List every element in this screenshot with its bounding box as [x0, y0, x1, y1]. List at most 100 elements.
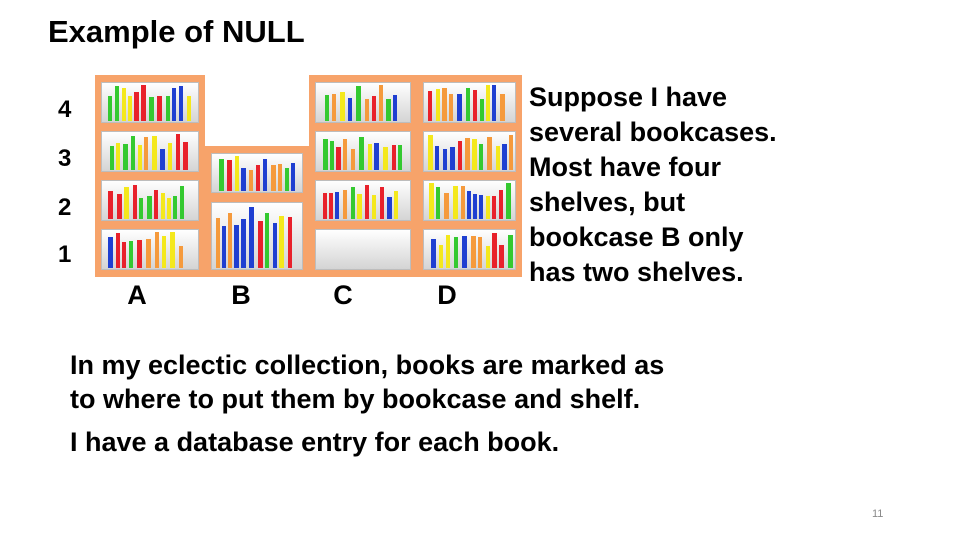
- book-spine: [466, 88, 470, 121]
- book-spine: [134, 92, 139, 121]
- book-spine: [446, 235, 450, 268]
- book-spine: [172, 88, 176, 121]
- shelf: [101, 229, 199, 270]
- book-spine: [216, 218, 220, 268]
- book-spine: [356, 86, 361, 121]
- book-spine: [486, 246, 490, 268]
- book-spine: [439, 245, 443, 268]
- book-spine: [443, 149, 447, 170]
- book-spine: [147, 196, 152, 219]
- book-spine: [351, 187, 355, 219]
- book-spine: [509, 135, 513, 170]
- book-spine: [116, 143, 120, 170]
- book-spine: [288, 217, 292, 268]
- book-spine: [122, 88, 126, 121]
- book-spine: [249, 207, 254, 268]
- book-spine: [160, 149, 165, 170]
- book-spine: [291, 163, 295, 191]
- shelf: [423, 229, 516, 270]
- shelf: [101, 131, 199, 172]
- bookcase-letter-a: A: [127, 280, 147, 310]
- book-spine: [479, 144, 483, 170]
- book-spine: [500, 94, 505, 121]
- book-spine: [139, 198, 143, 219]
- book-spine: [359, 137, 364, 170]
- book-spine: [278, 164, 282, 191]
- book-spine: [149, 97, 154, 121]
- book-spine: [323, 193, 327, 219]
- book-spine: [492, 196, 496, 219]
- book-spine: [499, 190, 503, 219]
- book-spine: [155, 232, 159, 268]
- book-spine: [428, 135, 433, 170]
- book-spine: [454, 237, 458, 268]
- book-spine: [167, 198, 171, 219]
- bookcase-letter-d: D: [437, 280, 457, 310]
- book-spine: [486, 85, 490, 121]
- bookcase-c: [309, 75, 417, 277]
- book-spine: [285, 168, 289, 191]
- book-spine: [471, 236, 476, 268]
- shelf: [315, 229, 411, 270]
- book-spine: [508, 235, 513, 268]
- book-spine: [108, 237, 113, 268]
- bookcase-letter-b: B: [231, 280, 251, 310]
- book-spine: [329, 193, 333, 219]
- book-spine: [152, 136, 157, 170]
- book-spine: [502, 144, 507, 170]
- book-spine: [157, 96, 162, 121]
- shelf: [423, 82, 516, 123]
- bookcase-b: [205, 146, 309, 277]
- book-spine: [386, 99, 391, 121]
- book-spine: [379, 85, 383, 121]
- book-spine: [265, 213, 269, 268]
- book-spine: [183, 142, 188, 170]
- book-spine: [335, 192, 339, 219]
- book-spine: [162, 236, 166, 268]
- book-spine: [479, 195, 483, 219]
- book-spine: [380, 187, 384, 219]
- body-text-line: to where to put them by bookcase and she…: [70, 384, 641, 414]
- body-text-line: In my eclectic collection, books are mar…: [70, 350, 665, 380]
- book-spine: [122, 242, 126, 268]
- book-spine: [453, 186, 458, 219]
- book-spine: [128, 96, 132, 121]
- book-spine: [141, 85, 146, 121]
- book-spine: [487, 137, 492, 170]
- book-spine: [473, 90, 477, 121]
- book-spine: [116, 233, 120, 268]
- book-spine: [461, 186, 465, 219]
- body-paragraph: In my eclectic collection, books are mar…: [70, 348, 930, 459]
- shelf-number-1: 1: [58, 241, 72, 268]
- book-spine: [108, 191, 113, 219]
- book-spine: [343, 139, 347, 170]
- bookcase-d: [417, 75, 522, 277]
- book-spine: [398, 145, 402, 170]
- book-spine: [351, 149, 355, 170]
- book-spine: [173, 196, 177, 219]
- book-spine: [457, 94, 462, 121]
- page-number: 11: [872, 508, 884, 520]
- book-spine: [179, 246, 183, 268]
- book-spine: [168, 143, 172, 170]
- book-spine: [372, 195, 376, 219]
- book-spine: [325, 95, 329, 121]
- book-spine: [110, 146, 114, 170]
- book-spine: [348, 98, 352, 121]
- book-spine: [387, 197, 392, 219]
- book-spine: [492, 85, 496, 121]
- book-spine: [394, 191, 398, 219]
- book-spine: [465, 138, 470, 170]
- book-spine: [323, 139, 328, 170]
- shelf: [423, 180, 516, 221]
- book-spine: [263, 159, 267, 191]
- shelf-number-2: 2: [58, 194, 72, 221]
- book-spine: [227, 160, 232, 191]
- book-spine: [357, 194, 362, 219]
- book-spine: [486, 196, 490, 219]
- book-spine: [383, 147, 388, 170]
- book-spine: [179, 86, 183, 121]
- bookcase-letter-c: C: [333, 280, 353, 310]
- book-spine: [115, 86, 119, 121]
- shelf: [315, 180, 411, 221]
